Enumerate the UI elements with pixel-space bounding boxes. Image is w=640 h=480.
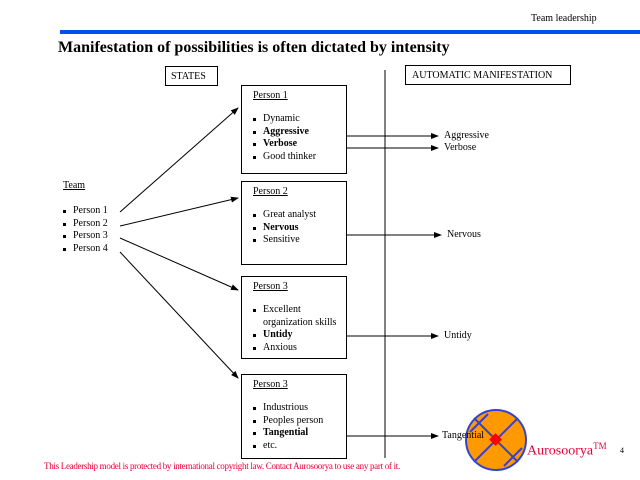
brand-name: AurosooryaTM: [527, 441, 607, 459]
team-member: Person 3: [63, 230, 108, 243]
section-label: Team leadership: [531, 13, 597, 24]
trait: etc.: [253, 440, 346, 453]
header-bar: [60, 30, 640, 34]
manifestation-label: Verbose: [444, 142, 477, 153]
page-title: Manifestation of possibilities is often …: [58, 39, 450, 56]
states-label: STATES: [165, 66, 218, 86]
trait: Great analyst: [253, 209, 346, 222]
trait: Dynamic: [253, 113, 346, 126]
manifestation-label: Untidy: [444, 330, 472, 341]
team-member: Person 4: [63, 243, 108, 256]
person-title: Person 3: [253, 379, 288, 390]
manifestation-label: Tangential: [442, 430, 485, 441]
page-number: 4: [620, 446, 624, 455]
trait: Aggressive: [253, 126, 346, 139]
trait: Tangential: [253, 427, 346, 440]
team-member: Person 1: [63, 205, 108, 218]
manifestation-label: Aggressive: [444, 130, 489, 141]
person-title: Person 2: [253, 186, 288, 197]
trait: Peoples person: [253, 415, 346, 428]
team-list: Team Person 1 Person 2 Person 3 Person 4: [63, 180, 108, 255]
trait: Excellent organization skills: [253, 304, 346, 329]
team-member: Person 2: [63, 218, 108, 231]
manifestation-label: Nervous: [447, 229, 481, 240]
trait: Verbose: [253, 138, 346, 151]
team-title: Team: [63, 180, 86, 191]
copyright-notice: This Leadership model is protected by in…: [44, 461, 400, 471]
trait: Good thinker: [253, 151, 346, 164]
trait: Untidy: [253, 329, 346, 342]
trait: Anxious: [253, 342, 346, 355]
person-title: Person 3: [253, 281, 288, 292]
person-title: Person 1: [253, 90, 288, 101]
automatic-manifestation-label: AUTOMATIC MANIFESTATION: [405, 65, 571, 85]
trait: Industrious: [253, 402, 346, 415]
trait: Sensitive: [253, 234, 346, 247]
trait: Nervous: [253, 222, 346, 235]
